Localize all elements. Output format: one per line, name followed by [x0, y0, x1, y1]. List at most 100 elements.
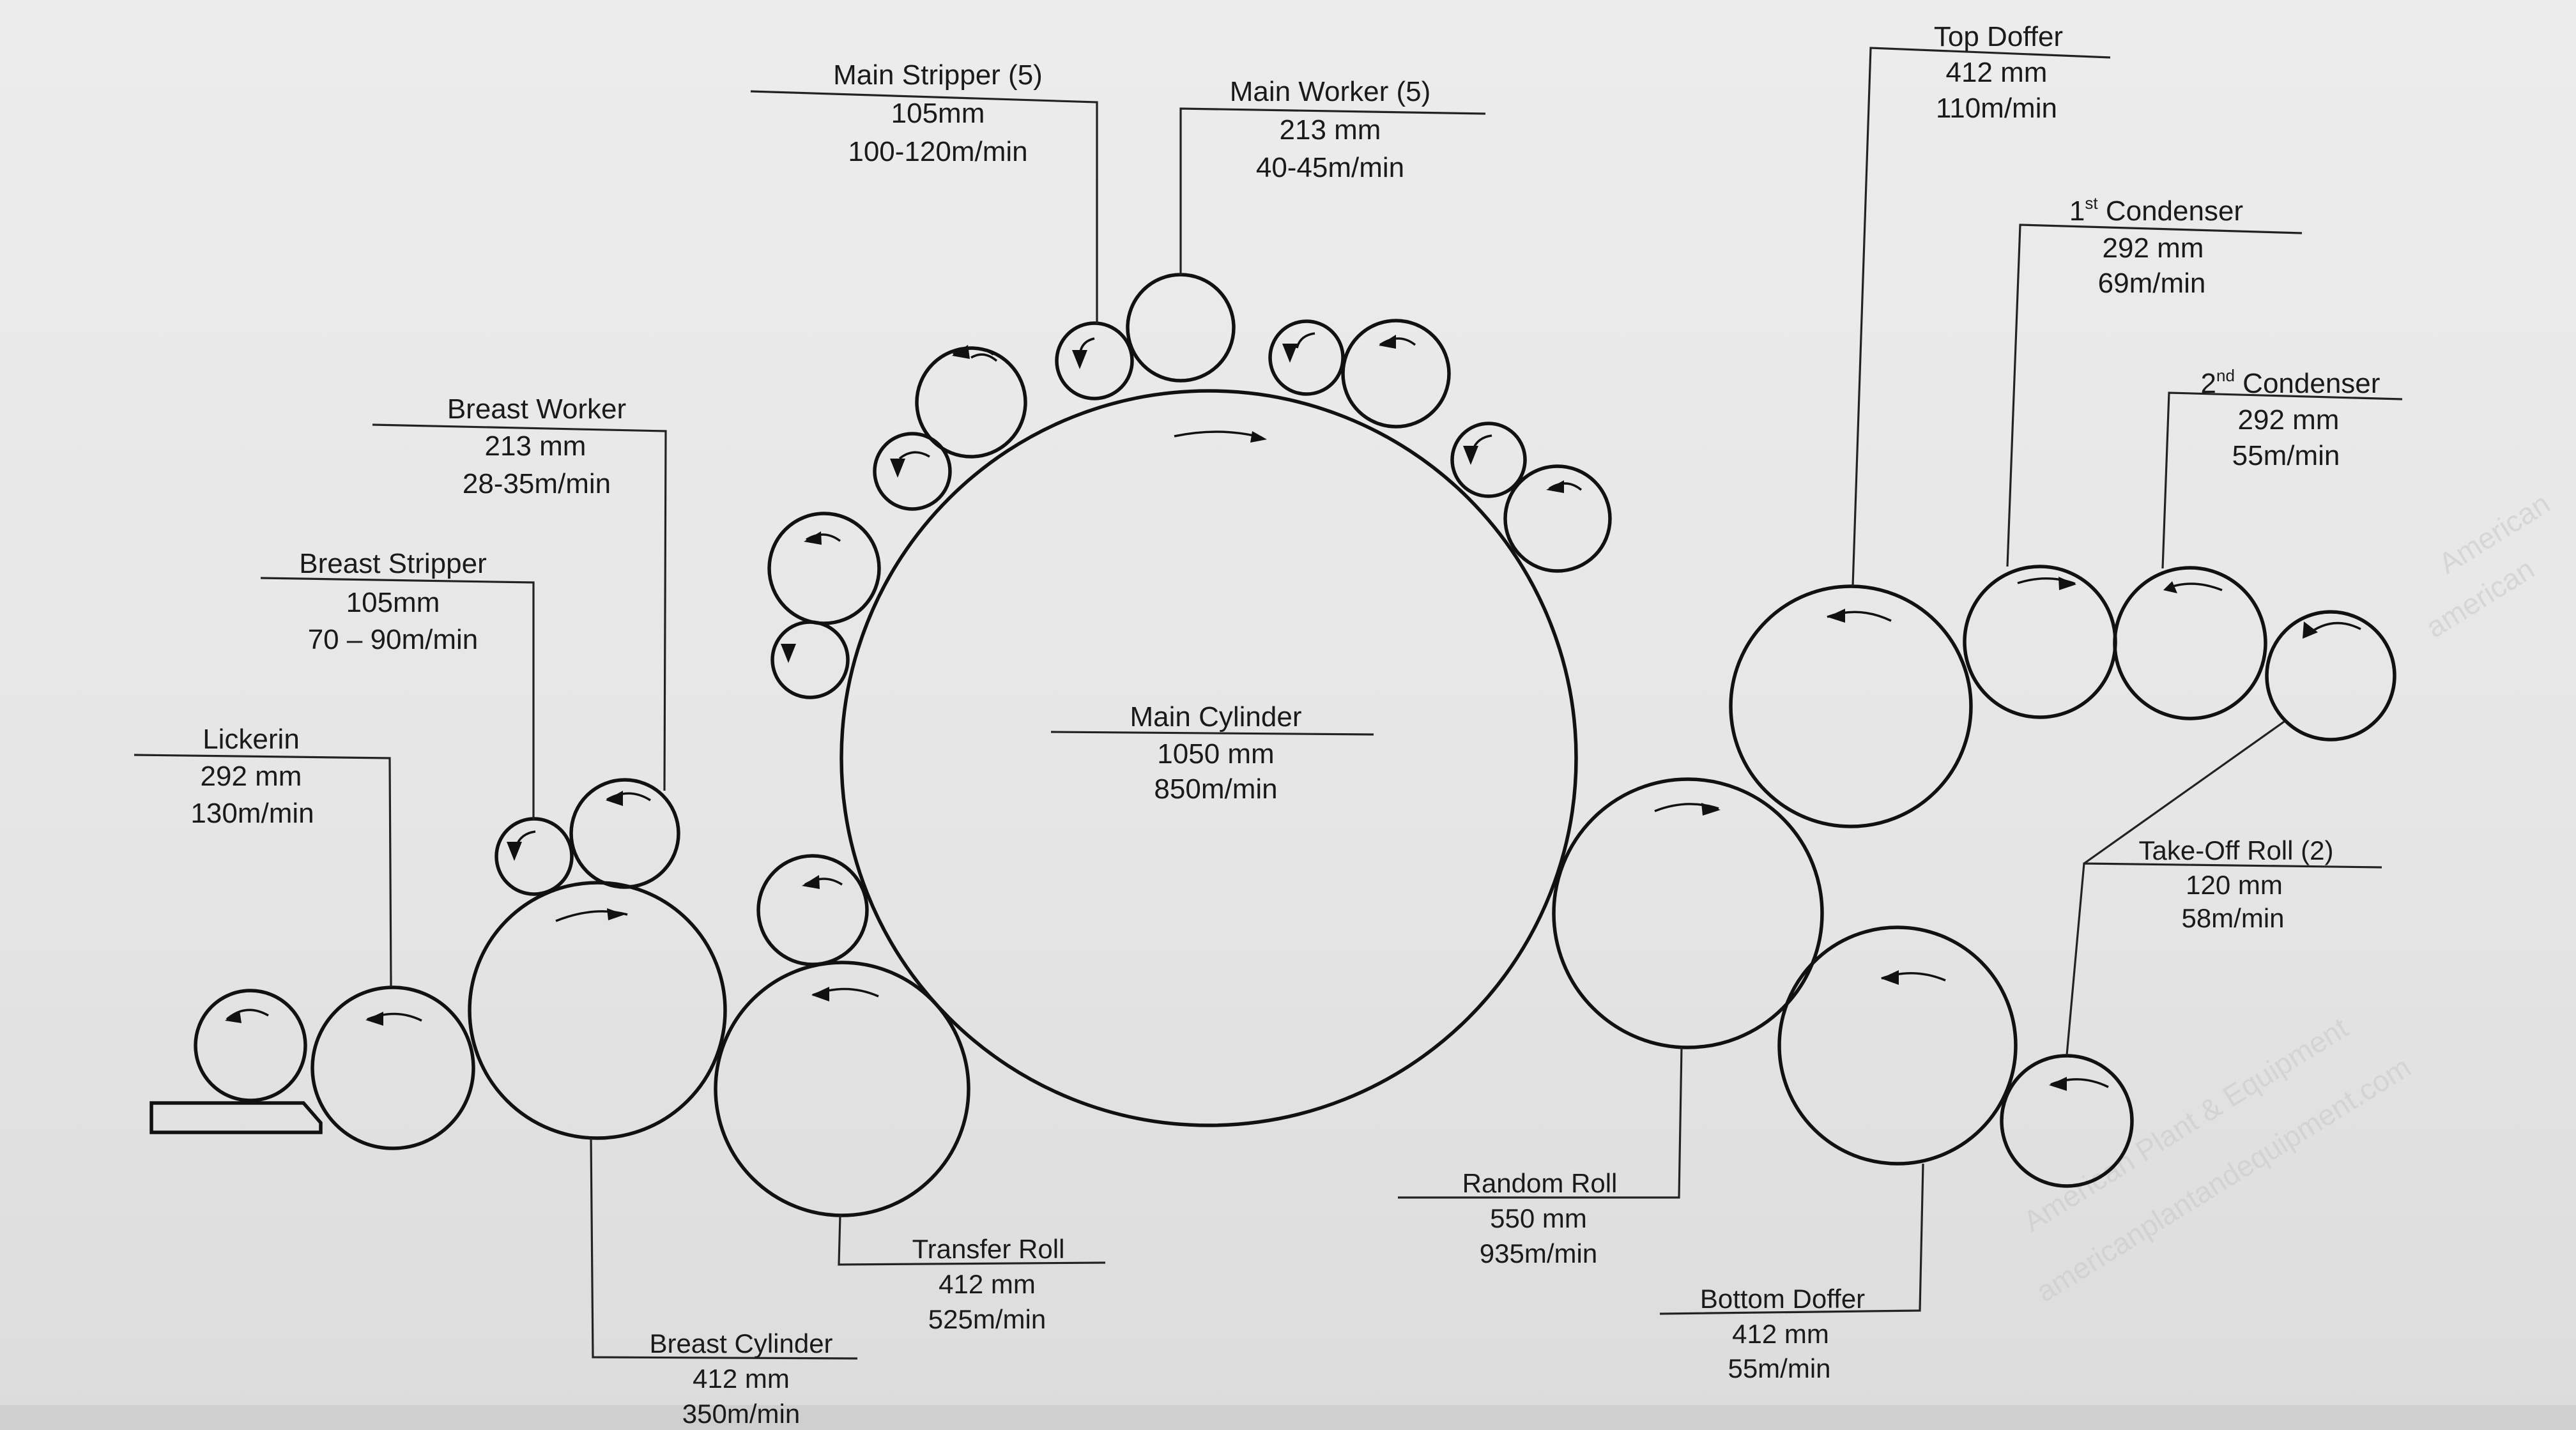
label-name: Lickerin — [203, 724, 300, 755]
label-speed: 58m/min — [2181, 903, 2284, 933]
main-worker-roll — [1503, 464, 1612, 573]
arrow-icon — [515, 830, 536, 847]
leader-lickerin — [134, 754, 392, 987]
label-breast-cylinder: Breast Cylinder 412 mm 350m/min — [649, 1328, 832, 1429]
label-speed: 70 – 90m/min — [308, 624, 479, 655]
label-breast-stripper: Breast Stripper 105mm 70 – 90m/min — [299, 548, 486, 655]
watermark-text-edge: American — [2433, 486, 2556, 580]
label-main-cylinder: Main Cylinder 1050 mm 850m/min — [1130, 701, 1302, 805]
leader-take-off-roll-upper — [2083, 720, 2285, 865]
transfer-roll — [714, 961, 970, 1217]
leader-top-doffer — [1851, 47, 2111, 587]
arrow-icon — [804, 531, 822, 545]
label-size: 1050 mm — [1157, 738, 1274, 770]
label-name: Breast Cylinder — [649, 1328, 832, 1358]
label-bottom-doffer: Bottom Doffer 412 mm 55m/min — [1700, 1284, 1865, 1383]
leader-breast-cylinder — [590, 1137, 858, 1360]
label-take-off-roll: Take-Off Roll (2) 120 mm 58m/min — [2139, 835, 2334, 933]
leader-random-roll — [1398, 1047, 1683, 1199]
main-worker-roll — [767, 512, 881, 625]
underline-main-cylinder — [1050, 731, 1374, 736]
label-speed: 55m/min — [1728, 1353, 1830, 1383]
lickerin-roll — [310, 985, 475, 1150]
leader-second-condenser — [2161, 392, 2403, 569]
label-name-line: 2nd Condenser — [2201, 366, 2380, 399]
arrow-icon — [898, 451, 930, 460]
arrow-icon — [802, 875, 820, 889]
arrow-icon — [2163, 581, 2177, 593]
label-size: 120 mm — [2186, 870, 2283, 900]
breast-worker-roll — [569, 778, 680, 889]
label-name: Bottom Doffer — [1700, 1284, 1865, 1314]
label-name: Top Doffer — [1934, 21, 2063, 52]
label-size: 105mm — [346, 587, 440, 618]
label-name: Main Stripper (5) — [833, 59, 1043, 91]
watermark-group: American Plant & Equipment americanplant… — [2018, 486, 2556, 1308]
label-speed: 55m/min — [2232, 440, 2340, 471]
arrow-icon — [225, 1010, 241, 1023]
ordinal-suffix: nd — [2216, 366, 2235, 385]
bottom-doffer-roll — [1777, 925, 2018, 1166]
arrow-icon — [1471, 434, 1492, 451]
arrow-icon — [1546, 480, 1564, 493]
leader-breast-stripper — [260, 577, 535, 819]
feed-roll — [194, 989, 307, 1102]
label-speed: 130m/min — [190, 798, 314, 829]
label-name: Take-Off Roll (2) — [2139, 835, 2334, 865]
arrow-icon — [1463, 446, 1478, 465]
arrow-icon — [806, 533, 841, 542]
arrow-icon — [970, 353, 998, 362]
label-size: 292 mm — [201, 761, 302, 792]
label-name: Main Cylinder — [1130, 701, 1302, 733]
arrow-icon — [952, 345, 970, 359]
label-name: Transfer Roll — [912, 1234, 1065, 1264]
leader-transfer-roll — [838, 1215, 1106, 1266]
arrow-icon — [606, 791, 623, 806]
main-worker-roll — [1341, 319, 1451, 429]
label-speed: 525m/min — [928, 1304, 1046, 1334]
main-stripper-roll — [1268, 319, 1345, 396]
leader-lines — [134, 47, 2403, 1360]
arrow-icon — [1072, 350, 1087, 369]
arrow-icon — [1296, 332, 1315, 349]
arrow-icon — [2049, 1077, 2067, 1091]
label-breast-worker: Breast Worker 213 mm 28-35m/min — [447, 393, 626, 499]
rolls-group — [150, 273, 2396, 1217]
arrow-icon — [226, 1008, 269, 1021]
arrow-icon — [1282, 344, 1298, 363]
transfer-worker-roll — [756, 854, 869, 966]
second-condenser-roll — [2113, 566, 2267, 720]
label-speed: 350m/min — [682, 1399, 800, 1429]
label-speed: 935m/min — [1480, 1238, 1597, 1268]
main-worker-roll — [1126, 273, 1236, 383]
arrow-icon — [890, 459, 905, 478]
top-doffer-roll — [1729, 584, 1973, 828]
label-size: 292 mm — [2238, 404, 2340, 436]
watermark-url-edge: american — [2420, 552, 2540, 644]
label-lickerin: Lickerin 292 mm 130m/min — [190, 724, 314, 829]
label-size: 292 mm — [2103, 232, 2204, 264]
feed-plate — [150, 1101, 323, 1134]
leader-main-stripper — [750, 90, 1098, 324]
take-off-roll — [2000, 1054, 2134, 1188]
label-name: Condenser — [2235, 368, 2380, 399]
label-speed: 100-120m/min — [848, 136, 1027, 167]
label-size: 412 mm — [1732, 1319, 1829, 1349]
breast-stripper-roll — [494, 817, 574, 896]
take-off-roll — [2265, 610, 2396, 742]
label-size: 412 mm — [693, 1364, 790, 1394]
main-stripper-roll — [1055, 321, 1134, 400]
label-second-condenser: 2nd Condenser 292 mm 55m/min — [2201, 366, 2380, 471]
label-speed: 69m/min — [2098, 268, 2206, 299]
label-name: Breast Stripper — [299, 548, 486, 579]
breast-cylinder-roll — [468, 881, 727, 1140]
label-size: 412 mm — [939, 1269, 1036, 1299]
ordinal-suffix: st — [2085, 194, 2098, 213]
ordinal-number: 2 — [2201, 368, 2216, 399]
leader-main-worker — [1179, 107, 1486, 275]
label-size: 213 mm — [485, 430, 586, 462]
leader-bottom-doffer — [1659, 1163, 1924, 1315]
ordinal-number: 1 — [2069, 195, 2085, 227]
label-size: 550 mm — [1490, 1203, 1587, 1233]
